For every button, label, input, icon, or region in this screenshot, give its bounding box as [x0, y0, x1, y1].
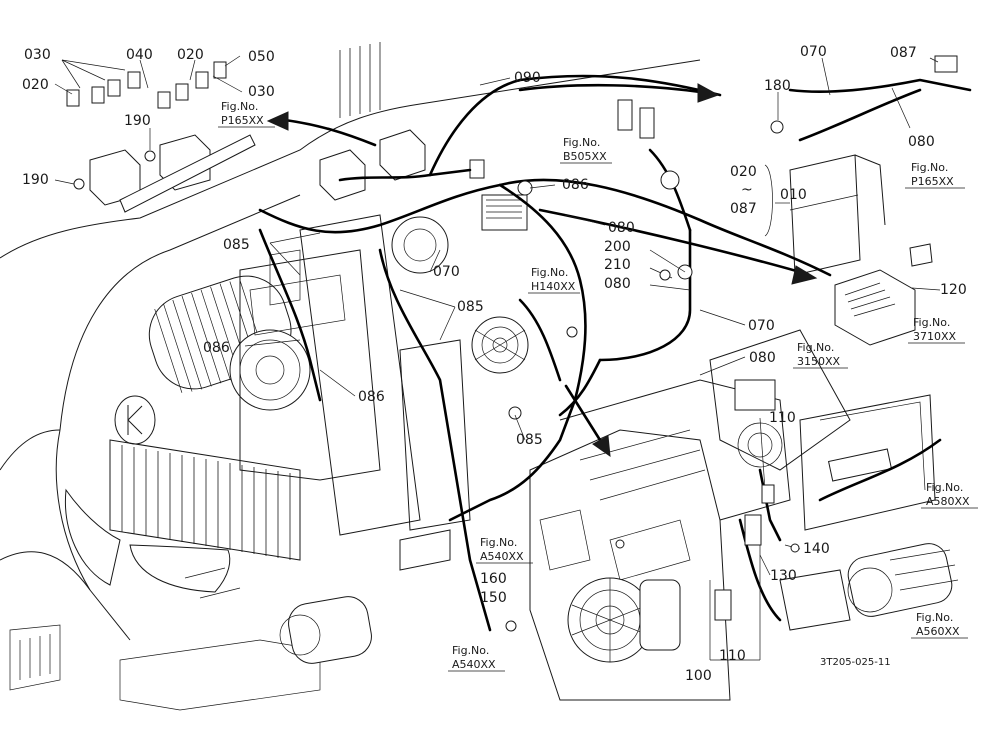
fig-ref-label: Fig.No.: [926, 481, 963, 494]
fig-ref-code: A540XX: [452, 658, 496, 671]
callout-030: 030: [248, 84, 275, 100]
callout-085: 085: [516, 432, 543, 448]
callout-120: 120: [940, 282, 967, 298]
callout-160: 160: [480, 571, 507, 587]
fig-ref-code: 3710XX: [913, 330, 957, 343]
fuse-holder: [744, 514, 762, 546]
fig-ref-code: P165XX: [221, 114, 264, 127]
callout-080: 080: [908, 134, 935, 150]
fig-ref-label: Fig.No.: [563, 136, 600, 149]
fig-ref-code: B505XX: [563, 150, 607, 163]
callout-030: 030: [24, 47, 51, 63]
callout-020: 020: [177, 47, 204, 63]
callout-040: 040: [126, 47, 153, 63]
headlight-right: [129, 544, 231, 593]
callout-140: 140: [803, 541, 830, 557]
relay-bracket-center: [319, 99, 655, 231]
callout-087: 087: [890, 45, 917, 61]
headlight-left: [64, 488, 121, 586]
callout-130: 130: [770, 568, 797, 584]
air-cleaner: [148, 249, 381, 481]
small-fasteners: [505, 269, 800, 632]
fig-ref-label: Fig.No.: [913, 316, 950, 329]
callout-190: 190: [22, 172, 49, 188]
meter: [391, 216, 449, 274]
callout-100: 100: [685, 668, 712, 684]
wiring-harness: [258, 74, 972, 632]
callout-110: 110: [769, 410, 796, 426]
figure-code: 3T205-025-11: [820, 657, 891, 668]
callout-020: 020: [22, 77, 49, 93]
fig-ref-code: H140XX: [531, 280, 576, 293]
fig-ref-label: Fig.No.: [480, 536, 517, 549]
callout-087: 087: [730, 201, 757, 217]
figure-references: Fig.No. P165XX Fig.No. B505XX Fig.No. P1…: [218, 100, 978, 672]
callout-080: 080: [749, 350, 776, 366]
callout-tilde: ~: [741, 182, 753, 198]
relay-cluster: [66, 61, 256, 213]
fuse-frame: [770, 55, 958, 276]
fig-ref-label: Fig.No.: [797, 341, 834, 354]
battery-box: [799, 394, 936, 531]
callout-010: 010: [780, 187, 807, 203]
callout-050: 050: [248, 49, 275, 65]
callout-110: 110: [719, 648, 746, 664]
leader-lines: [54, 55, 941, 661]
callout-200: 200: [604, 239, 631, 255]
tractor-hood: [0, 42, 701, 711]
callout-020: 020: [730, 164, 757, 180]
battery-panel: [299, 214, 471, 571]
fig-ref-label: Fig.No.: [452, 644, 489, 657]
alternator-upper: [471, 316, 529, 374]
fig-ref-code: P165XX: [911, 175, 954, 188]
callout-070: 070: [748, 318, 775, 334]
kubota-emblem: [114, 395, 156, 445]
callout-086: 086: [562, 177, 589, 193]
fig-ref-code: A580XX: [926, 495, 970, 508]
leader-arrows: [266, 83, 818, 458]
callout-150: 150: [480, 590, 507, 606]
callout-070: 070: [800, 44, 827, 60]
callout-210: 210: [604, 257, 631, 273]
callout-070: 070: [433, 264, 460, 280]
fig-ref-label: Fig.No.: [911, 161, 948, 174]
callout-190: 190: [124, 113, 151, 129]
fig-ref-code: 3150XX: [797, 355, 841, 368]
starter-left: [279, 596, 372, 664]
callout-080: 080: [608, 220, 635, 236]
front-grille: [121, 445, 291, 560]
callout-080: 080: [604, 276, 631, 292]
callout-180: 180: [764, 78, 791, 94]
fig-ref-label: Fig.No.: [221, 100, 258, 113]
callout-085: 085: [457, 299, 484, 315]
starter-right: [779, 543, 959, 631]
callout-086: 086: [203, 340, 230, 356]
callout-labels: 030 040 020 050 020 030 190 190 090 070 …: [22, 44, 967, 684]
fig-ref-label: Fig.No.: [916, 611, 953, 624]
alternator-lower: [567, 577, 681, 663]
fig-ref-code: A540XX: [480, 550, 524, 563]
vent-grille: [339, 42, 381, 118]
fig-ref-label: Fig.No.: [531, 266, 568, 279]
callout-090: 090: [514, 70, 541, 86]
regulator-unit: [834, 243, 933, 346]
fig-ref-code: A560XX: [916, 625, 960, 638]
callout-085: 085: [223, 237, 250, 253]
callout-086: 086: [358, 389, 385, 405]
